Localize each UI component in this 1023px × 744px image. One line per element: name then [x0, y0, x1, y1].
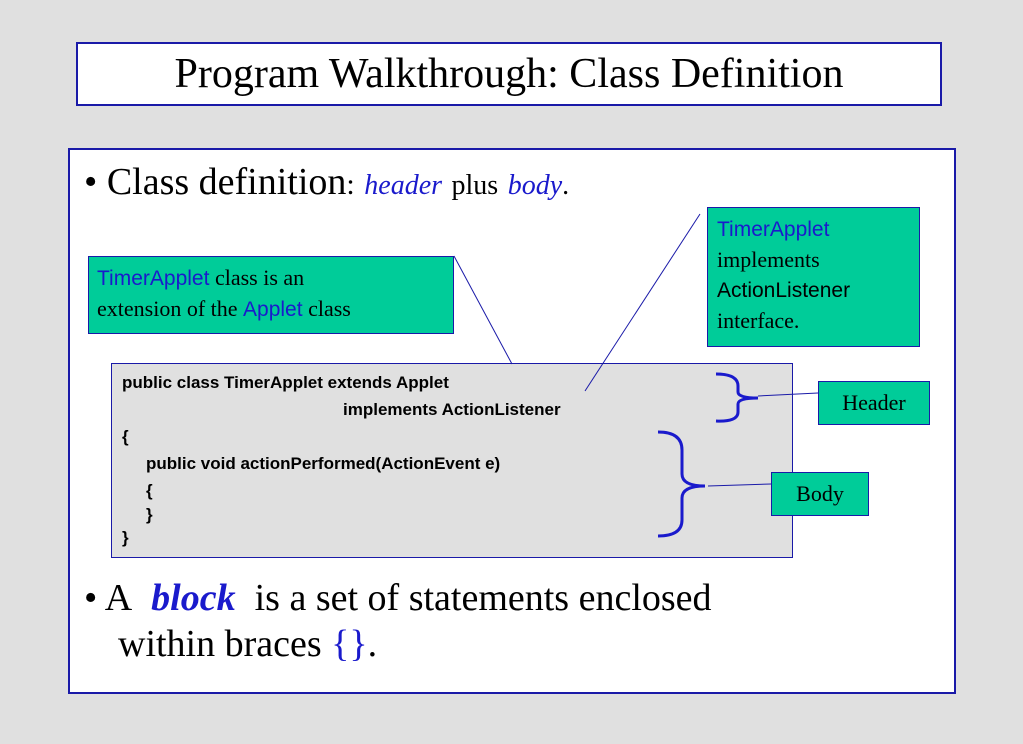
callout-implements-listener: TimerApplet implements ActionListener in… — [707, 207, 920, 347]
bullet-block-definition: • A block is a set of statements enclose… — [84, 575, 712, 667]
label-body: Body — [771, 472, 869, 516]
callout-right-interface-name: ActionListener — [717, 279, 851, 302]
code-line: implements ActionListener — [343, 400, 561, 419]
callout-right-interface-word: interface. — [717, 308, 800, 333]
pointer-line-header — [757, 392, 819, 397]
bullet-marker: • — [84, 161, 98, 203]
code-line: public void actionPerformed(ActionEvent … — [146, 454, 501, 473]
bullet1-lead: Class definition — [106, 161, 347, 203]
code-line: } — [122, 528, 129, 547]
code-line: { — [146, 481, 153, 500]
code-line: { — [122, 427, 129, 446]
bullet1-colon: : — [346, 168, 355, 201]
bullet1-period: . — [562, 170, 570, 201]
label-body-text: Body — [796, 481, 844, 506]
callout-left-applet: Applet — [243, 298, 303, 321]
bullet-class-definition: • Class definition: header plus body. — [84, 160, 569, 204]
callout-left-classname: TimerApplet — [97, 267, 210, 290]
pointer-line-right — [584, 213, 701, 392]
callout-left-text1: class is an — [214, 265, 305, 290]
slide-title-text: Program Walkthrough: Class Definition — [174, 51, 844, 97]
bullet-marker: • — [84, 577, 98, 619]
slide-title: Program Walkthrough: Class Definition — [76, 42, 942, 106]
label-header: Header — [818, 381, 930, 425]
term-header: header — [364, 170, 443, 201]
callout-left-text2: extension of the — [97, 296, 238, 321]
term-body: body — [507, 170, 563, 201]
code-line: } — [146, 505, 153, 524]
bullet2-line2: within braces — [118, 623, 322, 665]
bullet1-plus: plus — [451, 170, 499, 201]
body-brace-icon — [657, 430, 706, 538]
bullet2-a: A — [104, 577, 133, 619]
bullet2-rest: is a set of statements enclosed — [254, 577, 712, 619]
code-line: public class TimerApplet extends Applet — [122, 373, 449, 392]
code-listing: public class TimerApplet extends Applet … — [111, 363, 793, 558]
term-block: block — [151, 577, 236, 619]
header-brace-icon — [715, 372, 759, 423]
pointer-line-left — [453, 255, 513, 365]
callout-left-text3: class — [308, 296, 351, 321]
braces-symbol: {} — [331, 623, 368, 665]
callout-extends-applet: TimerApplet class is an extension of the… — [88, 256, 454, 334]
label-header-text: Header — [842, 390, 906, 415]
callout-right-implements: implements — [717, 247, 820, 272]
pointer-line-body — [707, 483, 772, 487]
bullet2-period: . — [367, 623, 378, 665]
callout-right-classname: TimerApplet — [717, 218, 830, 241]
